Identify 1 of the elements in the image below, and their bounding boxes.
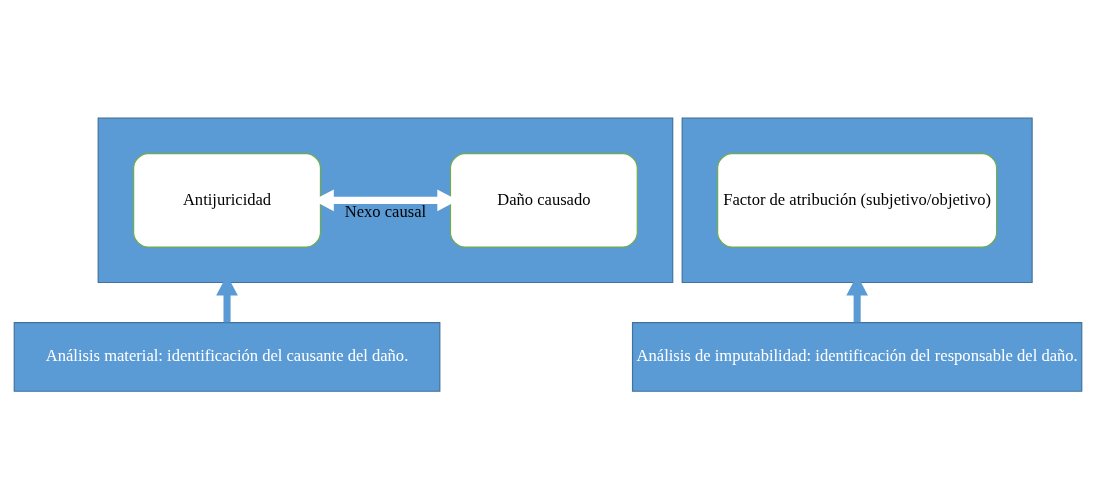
edge-label: Nexo causal [344, 201, 427, 221]
